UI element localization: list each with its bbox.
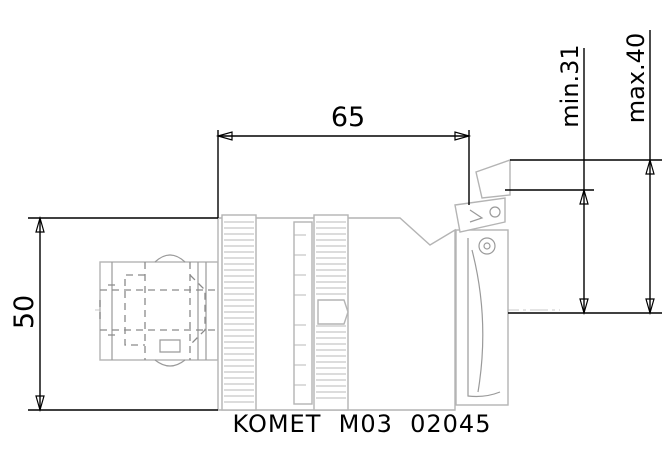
part-number-label: KOMET M03 02045 — [233, 410, 492, 438]
tool-body — [217, 214, 456, 411]
dimension-65-label: 65 — [331, 102, 365, 133]
dimension-min31 — [505, 48, 662, 316]
dimension-min31-label: min.31 — [556, 44, 584, 127]
dimension-65 — [215, 130, 472, 218]
dimension-50 — [28, 215, 218, 413]
dimension-max40 — [510, 30, 662, 316]
dimension-50-label: 50 — [9, 295, 40, 329]
tool-shank — [99, 254, 219, 367]
boring-head — [454, 159, 511, 406]
dimension-max40-label: max.40 — [622, 33, 650, 123]
